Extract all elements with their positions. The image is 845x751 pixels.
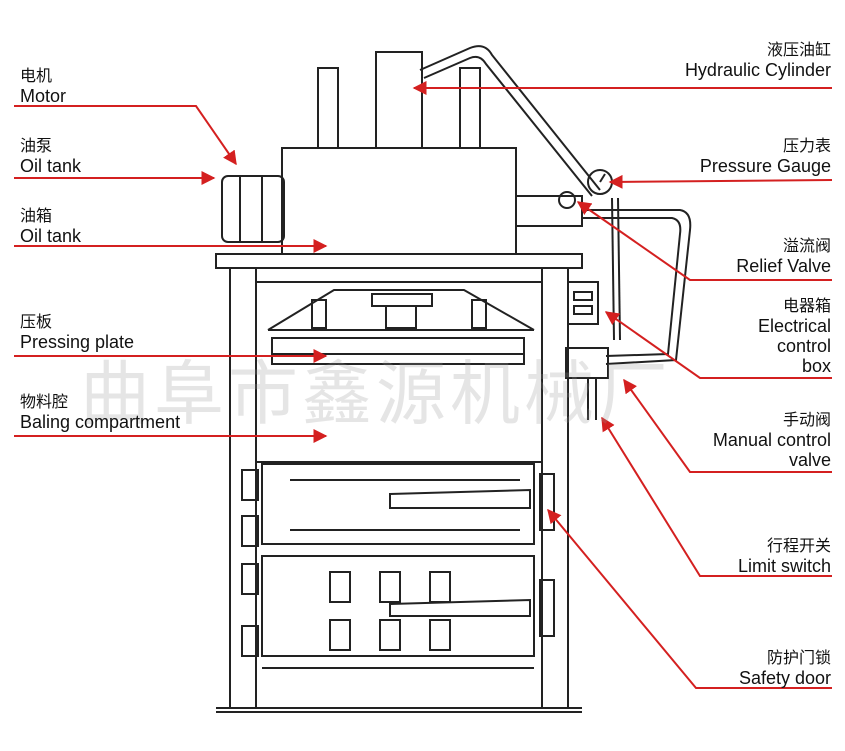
label-limit-switch-en: Limit switch [737,556,831,576]
lower-door [261,555,535,657]
upper-door [261,463,535,545]
leader-safety-door [547,508,832,689]
leader-relief-valve [576,201,832,281]
label-safety-door-cn: 防护门锁 [766,648,831,667]
cylinder-center [375,51,423,149]
leader-pressure-gauge [608,174,833,189]
label-pressure-gauge-cn: 压力表 [782,136,831,155]
label-manual-control-valve-cn: 手动阀 [782,410,831,429]
leader-motor [14,105,237,166]
cylinder-left [317,67,339,149]
label-oil-tank: 油箱 Oil tank [20,206,81,246]
label-electrical-control-box-line1: Electrical [757,316,831,336]
label-electrical-control-box-cn: 电器箱 [782,296,831,315]
leader-lines [14,81,833,689]
label-motor: 电机 Motor [20,66,66,106]
label-limit-switch: 行程开关 Limit switch [738,536,831,576]
label-oil-pump-cn: 油泵 [20,136,53,155]
label-manual-control-valve-line2: valve [788,450,831,470]
label-electrical-control-box-line3: box [801,356,831,376]
side-pipe-outer [582,209,692,365]
label-safety-door-en: Safety door [738,668,831,688]
label-relief-valve-en: Relief Valve [736,256,831,276]
frame-top-beam [215,253,583,269]
label-pressure-gauge-en: Pressure Gauge [699,156,831,176]
label-oil-pump: 油泵 Oil tank [20,136,81,176]
baling-chamber [255,281,543,463]
label-oil-tank-en: Oil tank [20,226,82,246]
cylinder-right [459,67,481,149]
electrical-control-box [567,281,599,325]
label-motor-en: Motor [20,86,67,106]
label-manual-control-valve: 手动阀 Manual control valve [713,410,831,470]
label-baling-compartment: 物料腔 Baling compartment [20,392,180,432]
relief-valve [558,191,576,209]
label-relief-valve-cn: 溢流阀 [782,236,831,255]
label-pressure-gauge: 压力表 Pressure Gauge [700,136,831,176]
label-electrical-control-box-line2: control [776,336,831,356]
label-safety-door: 防护门锁 Safety door [739,648,831,688]
leader-limit-switch [601,416,832,577]
label-relief-valve: 溢流阀 Relief Valve [736,236,831,276]
leader-electrical-box [604,311,832,379]
motor [221,175,285,243]
label-pressing-plate: 压板 Pressing plate [20,312,134,352]
label-limit-switch-cn: 行程开关 [766,536,831,555]
label-hydraulic-cylinder: 液压油缸 Hydraulic Cylinder [685,40,831,80]
limit-switch-top [539,473,555,531]
label-manual-control-valve-line1: Manual control [712,430,831,450]
watermark: 曲阜市鑫源机械厂 [80,353,672,435]
label-motor-cn: 电机 [20,66,53,85]
label-baling-compartment-cn: 物料腔 [20,392,69,411]
limit-switch-bottom [539,579,555,637]
power-unit-box [281,147,517,255]
label-pressing-plate-cn: 压板 [20,312,53,331]
label-oil-tank-cn: 油箱 [20,206,53,225]
press-head [267,289,535,331]
label-baling-compartment-en: Baling compartment [20,412,181,432]
label-oil-pump-en: Oil tank [20,156,82,176]
label-hydraulic-cylinder-en: Hydraulic Cylinder [684,60,831,80]
label-hydraulic-cylinder-cn: 液压油缸 [766,40,831,59]
relief-valve-block [515,195,583,227]
label-pressing-plate-en: Pressing plate [20,332,135,352]
label-electrical-control-box: 电器箱 Electrical control box [758,296,831,376]
hydraulic-pipe [419,45,601,191]
leader-manual-valve [623,378,832,473]
